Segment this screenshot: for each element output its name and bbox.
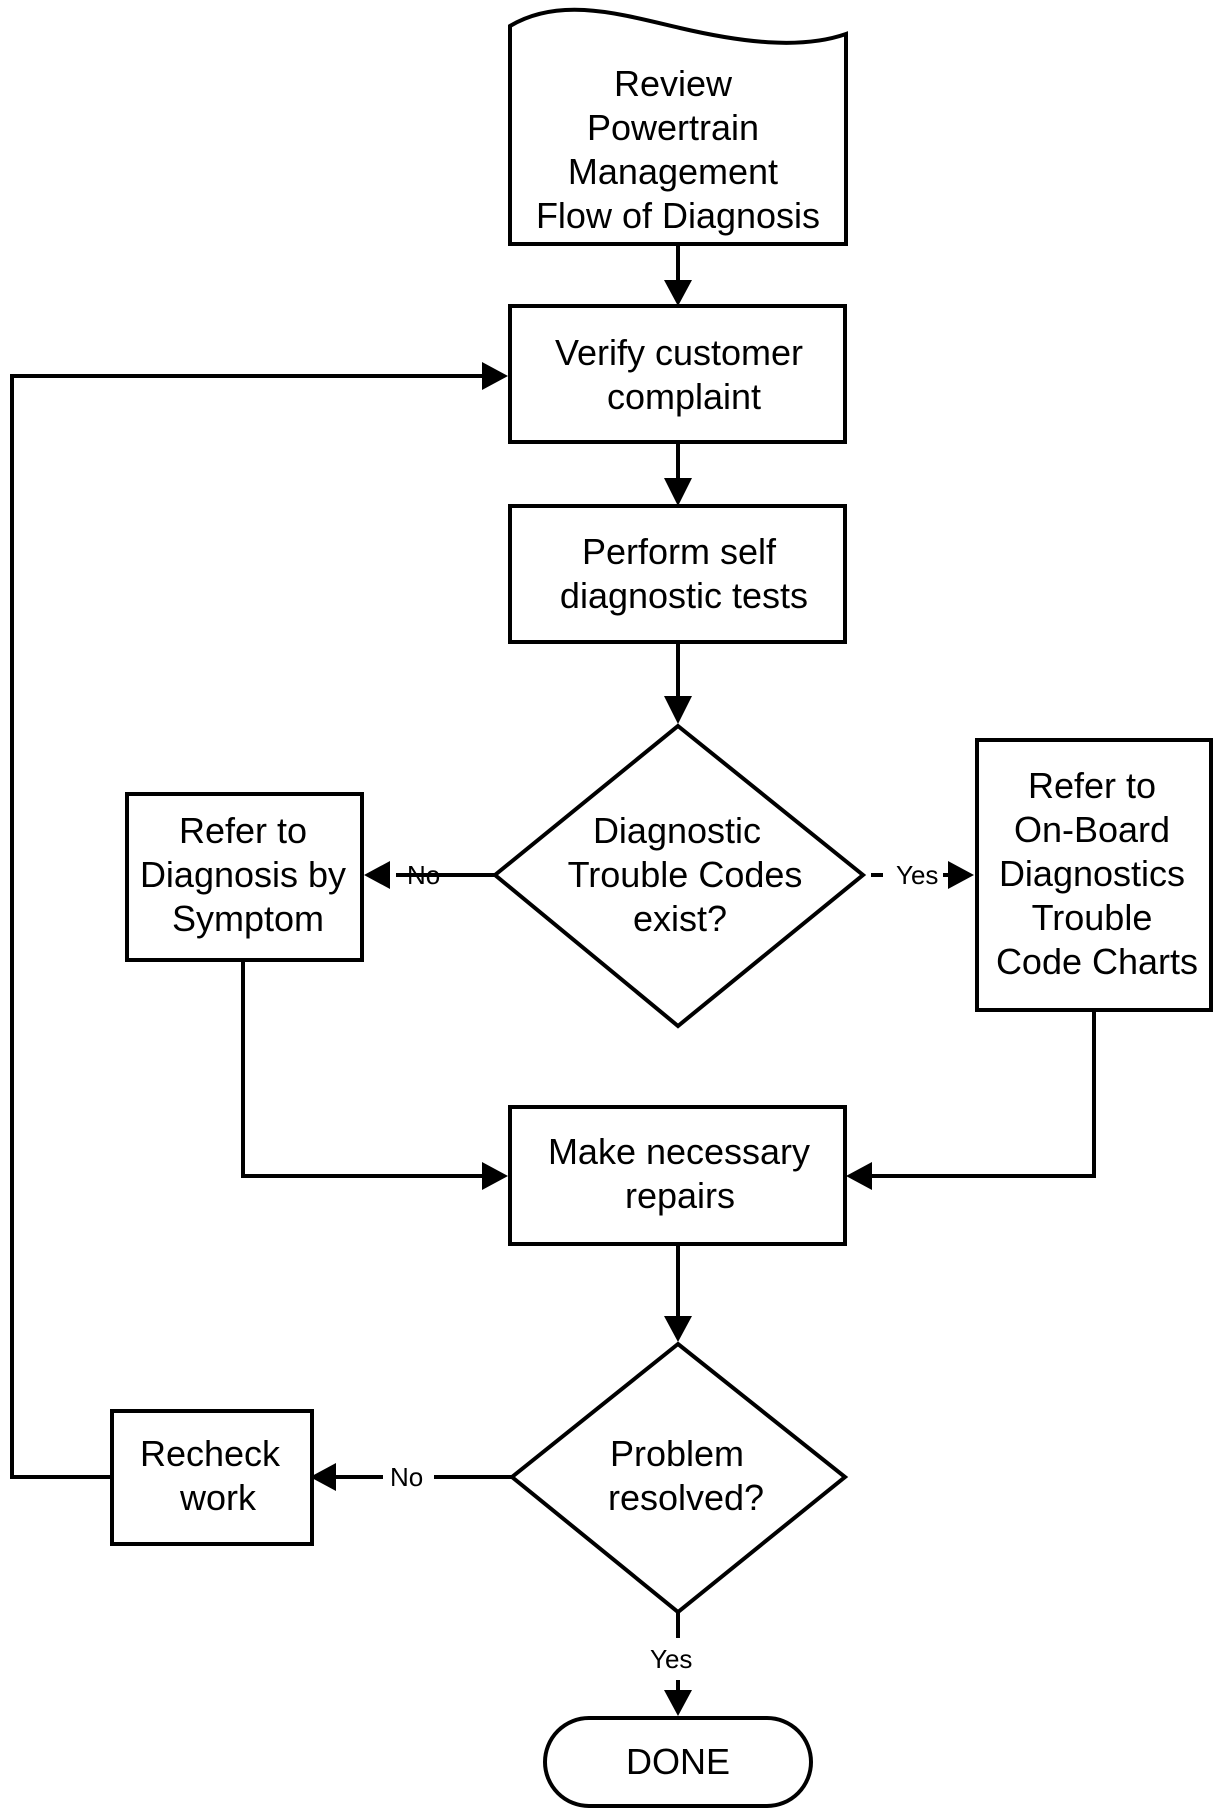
arrowhead-right-repairs (482, 1162, 508, 1190)
edge-label-dtc-no: No (407, 860, 440, 890)
edge-label-resolved-yes: Yes (650, 1644, 692, 1674)
node-symptom: Refer to Diagnosis by Symptom (125, 792, 364, 962)
process-box (975, 738, 1213, 1012)
arrowhead-down-done (664, 1690, 692, 1716)
arrowhead-left-symptom (364, 861, 390, 889)
arrowhead-right-obd (948, 861, 974, 889)
node-recheck-line-1: Recheck (140, 1433, 281, 1474)
node-review-line-3: Management (568, 151, 778, 192)
node-verify-line-2: complaint (607, 376, 761, 417)
edge-label-resolved-no: No (390, 1462, 423, 1492)
node-resolved-decision: Problem resolved? (508, 1341, 849, 1615)
node-symptom-line-1: Refer to (179, 810, 307, 851)
node-obd-line-5: Code Charts (996, 941, 1198, 982)
node-dtc-line-2: Trouble Codes (568, 854, 803, 895)
node-done: DONE (543, 1716, 813, 1808)
node-review-line-2: Powertrain (587, 107, 759, 148)
node-verify-line-1: Verify customer (555, 332, 803, 373)
node-dtc-decision-text: Diagnostic Trouble Codes exist? (568, 810, 813, 939)
edge-symptom-to-repairs (241, 960, 485, 1178)
node-resolved-decision-text: Problem resolved? (608, 1433, 764, 1518)
arrowheads (310, 280, 974, 1716)
node-symptom-line-2: Diagnosis by (140, 854, 346, 895)
node-review-line-1: Review (614, 63, 733, 104)
node-verify: Verify customer complaint (508, 304, 847, 444)
node-selftest-line-1: Perform self (582, 531, 777, 572)
terminator-shape (543, 1716, 813, 1808)
arrowhead-left-recheck (310, 1463, 336, 1491)
arrowhead-right-verify (482, 362, 508, 390)
node-selftest-line-2: diagnostic tests (560, 575, 808, 616)
node-symptom-text: Refer to Diagnosis by Symptom (140, 810, 356, 939)
node-dtc-line-3: exist? (633, 898, 727, 939)
edges (10, 244, 1096, 1690)
arrowhead-down-dtc (664, 696, 692, 724)
edge-label-dtc-yes: Yes (896, 860, 938, 890)
node-recheck: Recheck work (110, 1409, 314, 1546)
process-box (508, 304, 847, 444)
node-resolved-line-2: resolved? (608, 1477, 764, 1518)
node-review: Review Powertrain Management Flow of Dia… (508, 7, 848, 246)
arrowhead-down-resolved (664, 1316, 692, 1342)
node-obd: Refer to On-Board Diagnostics Trouble Co… (975, 738, 1213, 1012)
node-obd-text: Refer to On-Board Diagnostics Trouble Co… (996, 765, 1198, 982)
node-done-line-1: DONE (626, 1741, 730, 1782)
node-verify-text: Verify customer complaint (555, 332, 813, 417)
node-dtc-decision: Diagnostic Trouble Codes exist? (491, 723, 867, 1029)
node-review-text: Review Powertrain Management Flow of Dia… (536, 63, 820, 236)
process-box (125, 792, 364, 962)
node-repairs-line-1: Make necessary (548, 1131, 810, 1172)
arrowhead-down-selftest (664, 478, 692, 506)
edge-obd-to-repairs (872, 1010, 1096, 1178)
node-repairs: Make necessary repairs (508, 1105, 847, 1246)
node-obd-line-1: Refer to (1028, 765, 1156, 806)
node-repairs-text: Make necessary repairs (548, 1131, 820, 1216)
node-repairs-line-2: repairs (625, 1175, 735, 1216)
arrowhead-down-verify (664, 280, 692, 306)
node-recheck-text: Recheck work (140, 1433, 290, 1518)
node-recheck-line-2: work (179, 1477, 257, 1518)
node-selftest: Perform self diagnostic tests (508, 504, 847, 644)
node-obd-line-2: On-Board (1014, 809, 1170, 850)
process-box (110, 1409, 314, 1546)
node-resolved-line-1: Problem (610, 1433, 744, 1474)
node-obd-line-3: Diagnostics (999, 853, 1185, 894)
edge-labels: No Yes No Yes (390, 860, 938, 1674)
decision-diamond (508, 1341, 849, 1615)
node-symptom-line-3: Symptom (172, 898, 324, 939)
node-selftest-text: Perform self diagnostic tests (560, 531, 808, 616)
process-box (508, 1105, 847, 1246)
decision-diamond (491, 723, 867, 1029)
process-box (508, 504, 847, 644)
node-dtc-line-1: Diagnostic (593, 810, 761, 851)
node-done-text: DONE (626, 1741, 730, 1782)
node-obd-line-4: Trouble (1032, 897, 1153, 938)
edge-recheck-to-verify (10, 374, 485, 1479)
arrowhead-left-repairs (846, 1162, 872, 1190)
document-shape (508, 7, 848, 246)
node-review-line-4: Flow of Diagnosis (536, 195, 820, 236)
